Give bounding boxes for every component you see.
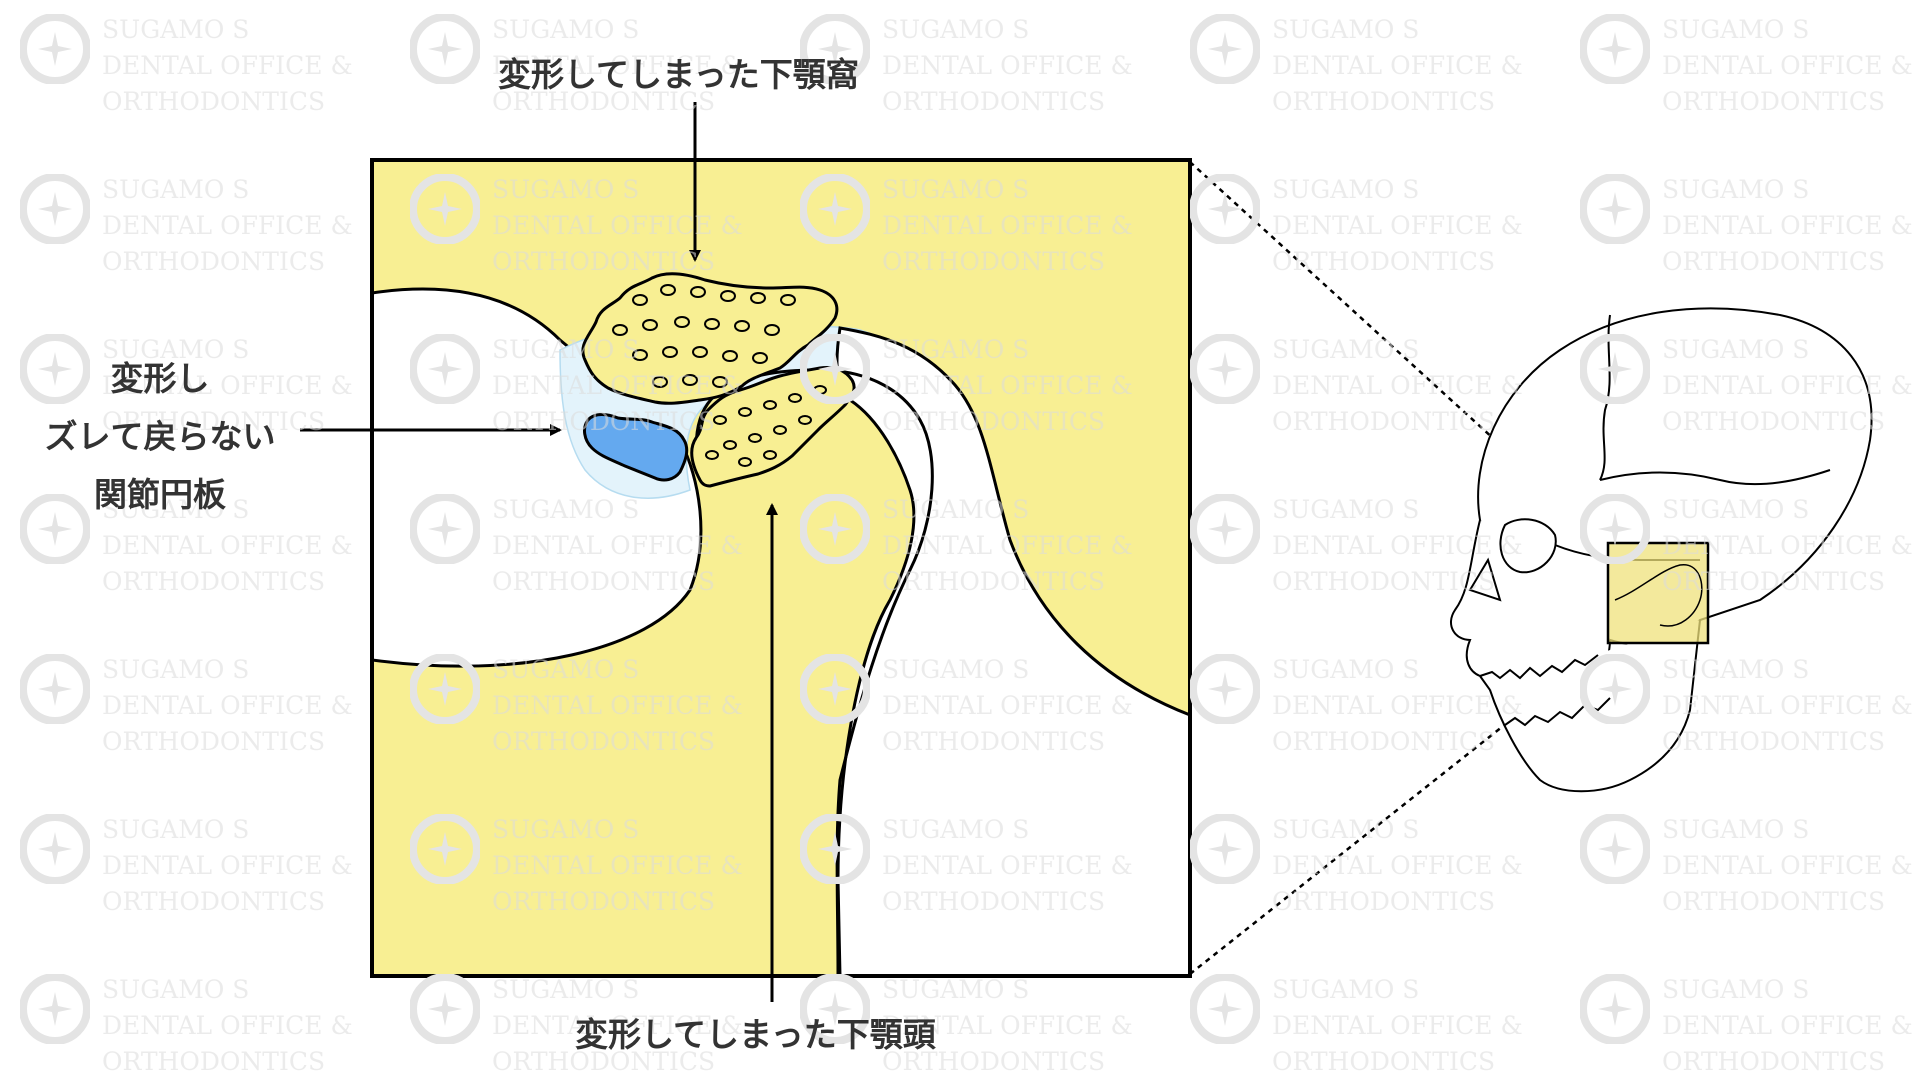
deformed-fossa <box>581 272 839 405</box>
disc-label: 変形し ズレて戻らない 関節円板 <box>20 350 300 524</box>
condyle-label: 変形してしまった下顎頭 <box>575 1015 936 1054</box>
detail-box-border <box>370 158 1192 978</box>
fossa-texture <box>612 284 796 388</box>
tmj-highlight-detail <box>1614 564 1703 627</box>
deformed-disc <box>583 413 689 482</box>
disc-label-line-3: 関節円板 <box>94 475 226 514</box>
disc-label-line-2: ズレて戻らない <box>44 417 276 456</box>
tmj-highlight <box>1606 541 1710 645</box>
disc-label-line-1: 変形し <box>110 359 210 398</box>
detail-box <box>372 160 1190 976</box>
fossa-label: 変形してしまった下顎窩 <box>498 55 859 94</box>
